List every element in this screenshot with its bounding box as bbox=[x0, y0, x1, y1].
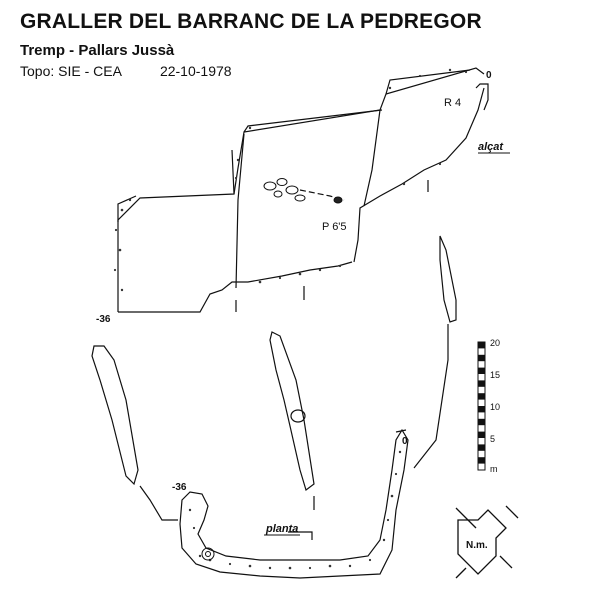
survey-subtitle: Tremp - Pallars Jussà bbox=[20, 42, 175, 59]
plan-view bbox=[179, 428, 409, 579]
elevation-left-wall bbox=[117, 67, 485, 312]
elevation-divider-right bbox=[363, 109, 381, 207]
plan-boulder bbox=[201, 547, 215, 561]
survey-credits: Topo: SIE - CEA 22-10-1978 bbox=[20, 63, 232, 79]
alcat-label: alçat bbox=[478, 141, 504, 153]
plan-depth-36: -36 bbox=[172, 482, 187, 493]
elevation-depth-0: 0 bbox=[486, 70, 492, 81]
elevation-ledges bbox=[117, 69, 471, 222]
scale-bar: 20 15 10 5 m bbox=[477, 338, 500, 474]
elevation-floor bbox=[118, 261, 353, 313]
survey-title: GRALLER DEL BARRANC DE LA PEDREGOR bbox=[20, 10, 482, 33]
elevation-section bbox=[117, 67, 489, 313]
planta-label: planta bbox=[265, 523, 298, 535]
topo-label: Topo: SIE - CEA bbox=[20, 63, 122, 79]
elevation-boulders bbox=[263, 178, 343, 204]
connector-middle bbox=[288, 496, 315, 540]
plan-entrance-mark bbox=[395, 429, 407, 433]
north-label: N.m. bbox=[466, 540, 488, 551]
connector-right bbox=[413, 324, 449, 469]
scale-tick-10: 10 bbox=[490, 402, 500, 412]
pitch-r4-label: R 4 bbox=[444, 97, 461, 109]
plan-outline bbox=[179, 428, 409, 579]
scale-tick-20: 20 bbox=[490, 338, 500, 348]
elevation-rock-texture bbox=[113, 68, 468, 292]
survey-date: 22-10-1978 bbox=[159, 63, 232, 79]
cross-section-boulder bbox=[290, 409, 306, 423]
connector-left bbox=[139, 485, 178, 521]
cross-sections bbox=[91, 235, 457, 540]
plan-floor-texture bbox=[188, 450, 402, 570]
cross-section-middle bbox=[269, 331, 315, 491]
elevation-depth-36: -36 bbox=[96, 314, 111, 325]
scale-tick-5: 5 bbox=[490, 434, 495, 444]
plan-depth-0: 0 bbox=[402, 436, 408, 447]
scale-tick-15: 15 bbox=[490, 370, 500, 380]
elevation-right-wall bbox=[353, 87, 485, 263]
north-arrow: N.m. bbox=[455, 505, 519, 579]
cross-section-right bbox=[439, 235, 457, 323]
scale-tick-m: m bbox=[490, 464, 498, 474]
pitch-p65-label: P 6'5 bbox=[322, 221, 347, 233]
elevation-divider-left bbox=[235, 133, 245, 289]
cross-section-left bbox=[91, 345, 139, 486]
elevation-entrance-shaft bbox=[475, 83, 489, 111]
